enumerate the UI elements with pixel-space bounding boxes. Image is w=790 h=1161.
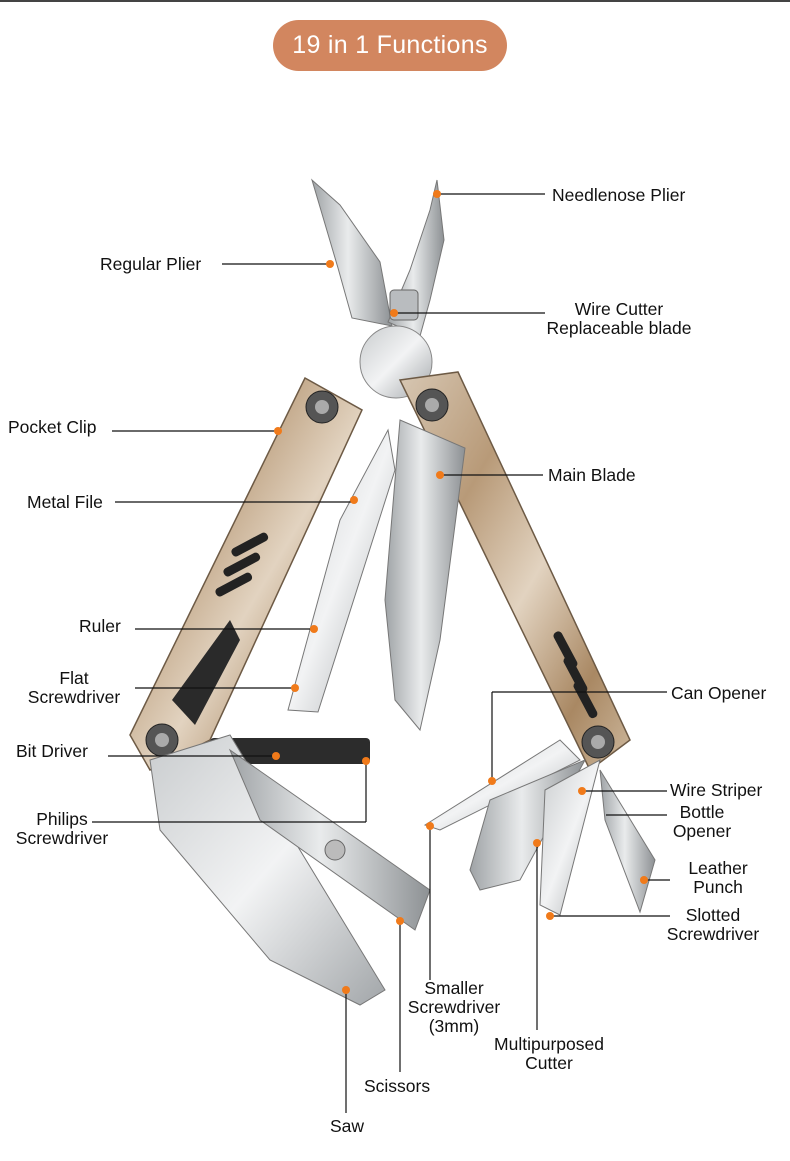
saw-and-scissors xyxy=(149,734,431,1006)
main-blade xyxy=(384,419,466,732)
leader-lines xyxy=(92,193,670,1113)
label-slotted-screwdriver-line1: Slotted xyxy=(685,905,741,925)
label-leather-punch-line1: Leather xyxy=(688,858,748,878)
label-smaller-screwdriver-line2: Screwdriver xyxy=(407,997,501,1017)
label-multipurposed-cutter-line1: Multipurposed xyxy=(494,1034,604,1054)
label-philips-screwdriver-line2: Screwdriver xyxy=(15,828,109,848)
label-wire-cutter-line2: Replaceable blade xyxy=(546,318,692,338)
label-bit-driver: Bit Driver xyxy=(16,741,88,761)
marker-dots xyxy=(272,190,648,994)
label-wire-striper: Wire Striper xyxy=(670,780,763,800)
label-philips-screwdriver: Philips Screwdriver xyxy=(6,810,118,848)
right-fold-out-tools xyxy=(423,739,656,916)
needlenose-plier-jaws xyxy=(311,178,445,399)
label-flat-screwdriver-line2: Screwdriver xyxy=(27,687,121,707)
label-bottle-opener-line1: Bottle xyxy=(679,802,725,822)
label-regular-plier: Regular Plier xyxy=(100,254,202,274)
label-smaller-screwdriver: Smaller Screwdriver (3mm) xyxy=(398,979,510,1036)
label-main-blade: Main Blade xyxy=(548,465,636,485)
label-pocket-clip: Pocket Clip xyxy=(8,417,97,437)
label-leather-punch-line2: Punch xyxy=(693,877,743,897)
label-wire-cutter-line1: Wire Cutter xyxy=(574,299,664,319)
label-smaller-screwdriver-line3: (3mm) xyxy=(428,1016,480,1036)
label-slotted-screwdriver-line2: Screwdriver xyxy=(666,924,760,944)
label-bottle-opener: Bottle Opener xyxy=(660,803,744,841)
label-wire-cutter: Wire Cutter Replaceable blade xyxy=(534,300,704,338)
label-multipurposed-cutter: Multipurposed Cutter xyxy=(478,1035,620,1073)
file-ruler xyxy=(287,428,396,713)
label-metal-file: Metal File xyxy=(27,492,103,512)
label-flat-screwdriver: Flat Screwdriver xyxy=(18,669,130,707)
label-can-opener: Can Opener xyxy=(671,683,767,703)
label-bottle-opener-line2: Opener xyxy=(672,821,732,841)
bit-driver xyxy=(210,738,370,764)
label-multipurposed-cutter-line2: Cutter xyxy=(525,1053,573,1073)
label-slotted-screwdriver: Slotted Screwdriver xyxy=(657,906,769,944)
label-scissors: Scissors xyxy=(364,1076,431,1096)
label-philips-screwdriver-line1: Philips xyxy=(36,809,88,829)
page-title: 19 in 1 Functions xyxy=(273,20,507,71)
label-ruler: Ruler xyxy=(79,616,121,636)
label-smaller-screwdriver-line1: Smaller xyxy=(424,978,484,998)
label-needlenose-plier: Needlenose Plier xyxy=(552,185,686,205)
label-leather-punch: Leather Punch xyxy=(676,859,760,897)
label-saw: Saw xyxy=(330,1116,365,1136)
top-divider xyxy=(0,0,790,2)
label-flat-screwdriver-line1: Flat xyxy=(59,668,89,688)
